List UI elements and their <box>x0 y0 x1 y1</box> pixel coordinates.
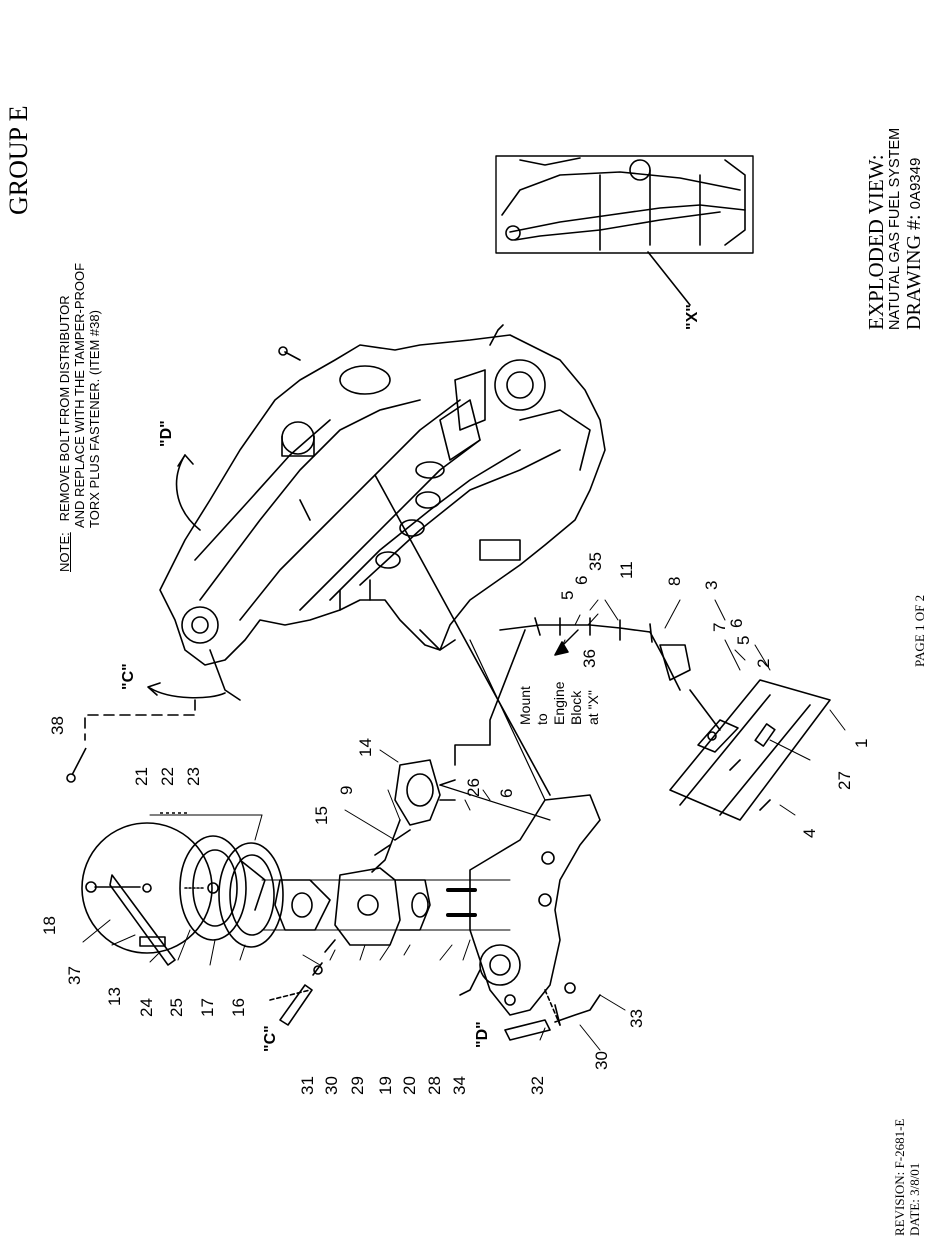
view-label-d-bottom: "D" <box>474 1021 491 1048</box>
callout-26: 26 <box>464 778 483 797</box>
callout-8: 8 <box>665 576 684 586</box>
callout-27: 27 <box>835 771 854 790</box>
callout-17: 17 <box>198 998 217 1017</box>
callout-33: 33 <box>627 1009 646 1028</box>
group-text: GROUP E <box>4 105 33 215</box>
revision-label: REVISION: F-2681-E <box>892 1118 907 1236</box>
callout-1: 1 <box>852 738 871 748</box>
callout-15: 15 <box>312 806 331 825</box>
mixer-assembly <box>261 867 511 946</box>
detail-x-inset <box>495 155 754 254</box>
callout-30b: 30 <box>592 1051 611 1070</box>
callout-7: 7 <box>710 622 729 632</box>
callout-29: 29 <box>348 1076 367 1095</box>
callout-22: 22 <box>158 767 177 786</box>
callout-9: 9 <box>337 785 356 795</box>
mount-note: Mount to Engine Block at "X" <box>517 681 601 725</box>
note-line1: NOTE: REMOVE BOLT FROM DISTRIBUTOR <box>57 295 72 572</box>
callout-6a: 6 <box>572 575 591 585</box>
view-label-c-bottom: "C" <box>262 1025 279 1052</box>
note-line2: AND REPLACE WITH THE TAMPER-PROOF <box>72 262 87 528</box>
title-line1: EXPLODED VIEW: <box>864 154 888 330</box>
date-label: DATE: 3/8/01 <box>907 1162 922 1236</box>
engine-block <box>159 324 606 701</box>
callout-5b: 5 <box>734 635 753 645</box>
group-label: GROUP E <box>4 105 34 215</box>
callout-6b: 6 <box>727 618 746 628</box>
view-label-c-top: "C" <box>120 663 137 690</box>
callout-38: 38 <box>48 716 67 735</box>
drawing-label: DRAWING #: <box>903 214 925 330</box>
callout-5a: 5 <box>558 590 577 600</box>
callout-16: 16 <box>229 998 248 1017</box>
regulator-assembly <box>371 617 721 873</box>
callout-18: 18 <box>40 916 59 935</box>
callout-11: 11 <box>617 561 636 579</box>
callout-23: 23 <box>184 767 203 786</box>
view-label-d-top: "D" <box>158 420 175 447</box>
callout-28: 28 <box>425 1076 444 1095</box>
fuel-filter-parts <box>269 939 601 1041</box>
callout-3: 3 <box>702 580 721 590</box>
callout-6c: 6 <box>497 788 516 798</box>
callout-32: 32 <box>528 1076 547 1095</box>
callout-35: 35 <box>586 552 605 571</box>
page-number: PAGE 1 OF 2 <box>912 594 927 667</box>
drawing-number: DRAWING #: 0A9349 <box>903 158 926 330</box>
view-label-x: "X" <box>684 304 701 330</box>
callout-37: 37 <box>65 966 84 985</box>
callout-24: 24 <box>137 998 156 1017</box>
view-d-arrow <box>175 454 201 531</box>
callout-31: 31 <box>298 1076 317 1095</box>
callout-4: 4 <box>800 828 819 838</box>
mounting-bracket <box>669 679 831 821</box>
drawing-number-value: 0A9349 <box>907 157 924 210</box>
detail-x-leader <box>647 251 691 306</box>
callout-2: 2 <box>754 658 773 668</box>
title-line2: NATUTAL GAS FUEL SYSTEM <box>887 127 903 330</box>
callout-34: 34 <box>450 1076 469 1095</box>
callout-19: 19 <box>376 1076 395 1095</box>
note-block: NOTE: REMOVE BOLT FROM DISTRIBUTOR AND R… <box>57 263 102 572</box>
callout-14: 14 <box>356 738 375 757</box>
callout-leaders <box>82 599 846 1051</box>
callout-21: 21 <box>132 767 151 786</box>
view-c-arrow <box>149 687 226 699</box>
note-label: NOTE: <box>57 532 72 572</box>
note-line3: TORX PLUS FASTENER. (ITEM #38) <box>87 310 102 528</box>
air-cleaner-assembly <box>81 822 284 966</box>
callout-36: 36 <box>580 649 599 668</box>
callout-13: 13 <box>105 987 124 1006</box>
intake-manifold <box>439 639 601 1016</box>
callout-30a: 30 <box>322 1076 341 1095</box>
callout-20: 20 <box>400 1076 419 1095</box>
callout-25: 25 <box>167 998 186 1017</box>
